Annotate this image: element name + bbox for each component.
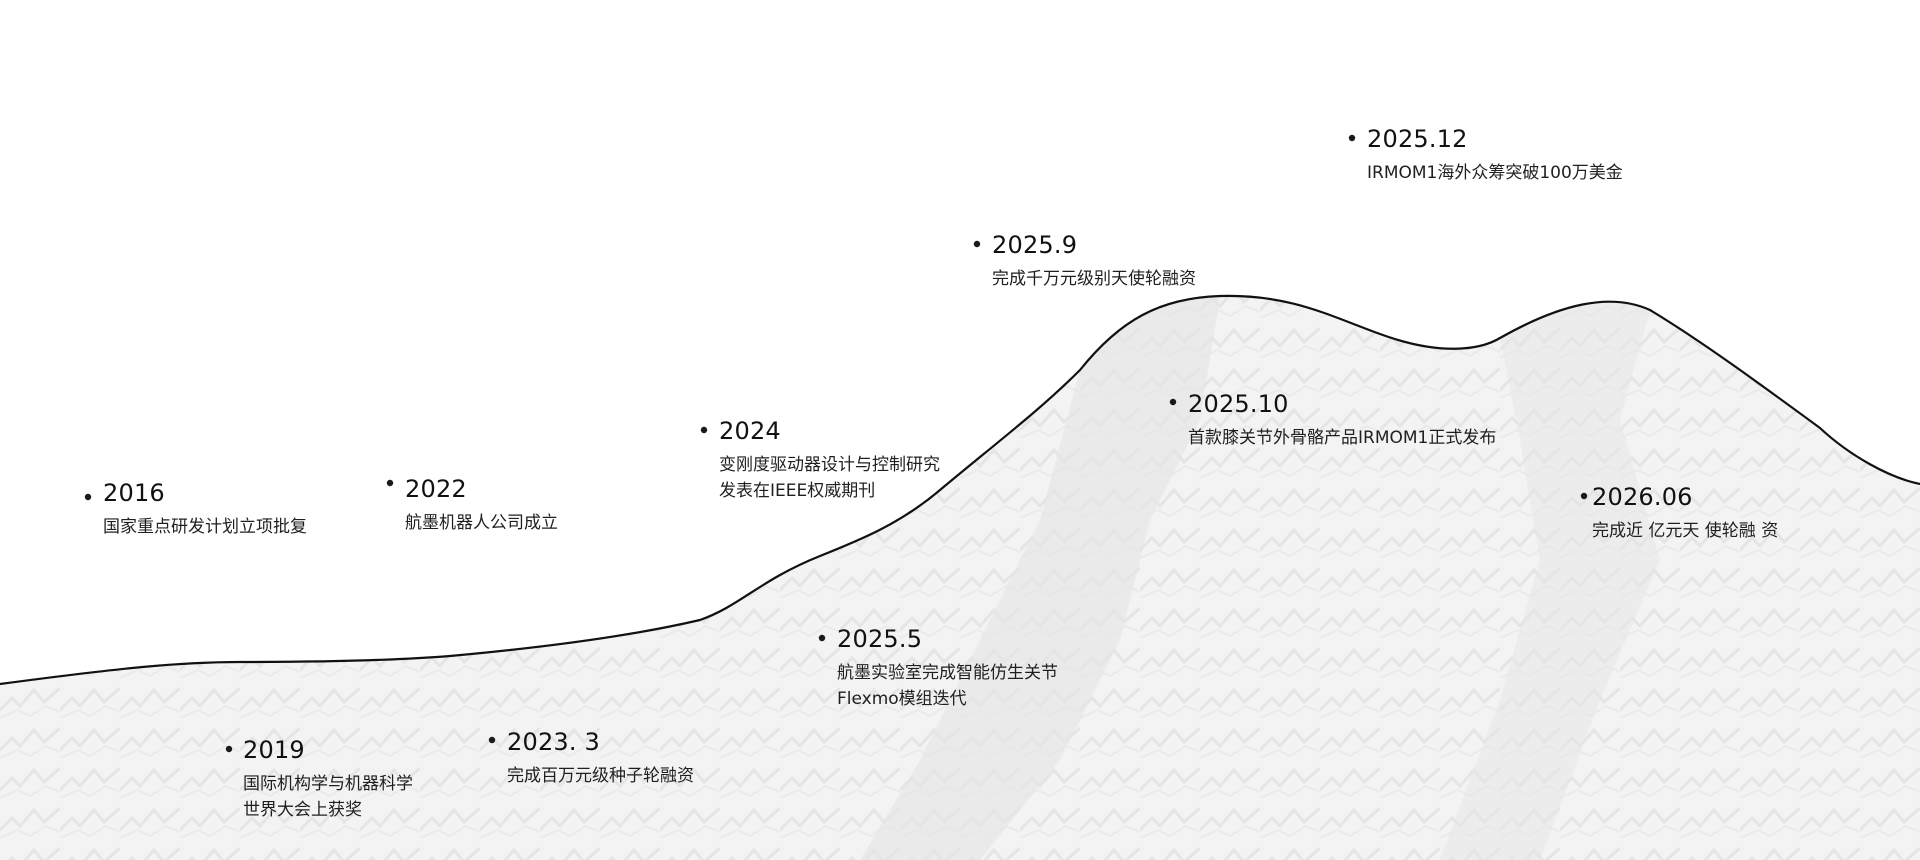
event-description: 完成近 亿元天 使轮融 资 <box>1592 518 1778 544</box>
event-year: 2025.5 <box>837 625 923 653</box>
event-year: 2026.06 <box>1592 483 1693 511</box>
event-description-line: Flexmo模组迭代 <box>837 689 967 709</box>
timeline-event-e2025_10: 2025.10 首款膝关节外骨骼产品IRMOM1正式发布 <box>1188 389 1496 451</box>
event-description: IRMOM1海外众筹突破100万美金 <box>1367 160 1623 186</box>
marker-dot-e2016 <box>84 493 92 501</box>
event-description-line: 完成千万元级别天使轮融资 <box>992 269 1196 289</box>
event-year: 2025.9 <box>992 231 1078 259</box>
event-year: 2023. 3 <box>507 728 601 756</box>
mountain-shading <box>860 296 1220 860</box>
growth-curve <box>0 294 1920 686</box>
event-description: 首款膝关节外骨骼产品IRMOM1正式发布 <box>1188 425 1496 451</box>
event-description-line: 国际机构学与机器科学 <box>243 774 413 794</box>
timeline-event-e2025_9: 2025.9 完成千万元级别天使轮融资 <box>992 230 1196 292</box>
event-description: 航墨实验室完成智能仿生关节 Flexmo模组迭代 <box>837 660 1058 712</box>
marker-dot-e2025_10 <box>1169 398 1177 406</box>
marker-dot-e2022 <box>386 479 394 487</box>
marker-dot-e2025_9 <box>973 240 981 248</box>
timeline-event-e2019: 2019 国际机构学与机器科学世界大会上获奖 <box>243 735 413 823</box>
marker-dot-e2023_3 <box>488 736 496 744</box>
event-description: 国家重点研发计划立项批复 <box>103 514 307 540</box>
marker-dot-e2019 <box>225 745 233 753</box>
event-year: 2024 <box>719 417 781 445</box>
marker-dot-e2025_5 <box>818 634 826 642</box>
event-description-line: 航墨实验室完成智能仿生关节 <box>837 663 1058 683</box>
event-description-line: 变刚度驱动器设计与控制研究 <box>719 455 940 475</box>
timeline-event-e2023_3: 2023. 3 完成百万元级种子轮融资 <box>507 727 694 789</box>
event-year: 2019 <box>243 736 305 764</box>
event-description: 国际机构学与机器科学世界大会上获奖 <box>243 771 413 823</box>
timeline-event-e2016: 2016 国家重点研发计划立项批复 <box>103 478 307 540</box>
marker-dot-e2025_12 <box>1348 134 1356 142</box>
event-description-line: 发表在IEEE权威期刊 <box>719 481 876 501</box>
event-description: 完成千万元级别天使轮融资 <box>992 266 1196 292</box>
event-year: 2016 <box>103 479 165 507</box>
mountain-shading-2 <box>1440 301 1660 860</box>
event-description: 变刚度驱动器设计与控制研究发表在IEEE权威期刊 <box>719 452 940 504</box>
event-description: 航墨机器人公司成立 <box>405 510 558 536</box>
event-description-line: 航墨机器人公司成立 <box>405 513 558 533</box>
event-description-line: 完成近 亿元天 使轮融 资 <box>1592 521 1779 541</box>
marker-dot-e2026_06 <box>1580 492 1588 500</box>
event-description-line: 首款膝关节外骨骼产品IRMOM1正式发布 <box>1188 428 1497 448</box>
timeline-event-e2022: 2022 航墨机器人公司成立 <box>405 474 558 536</box>
mountain-shape <box>0 295 1920 860</box>
connector-layer <box>84 134 1588 753</box>
event-description-line: 国家重点研发计划立项批复 <box>103 517 307 537</box>
marker-dot-e2024 <box>700 426 708 434</box>
event-year: 2022 <box>405 475 467 503</box>
event-description-line: IRMOM1海外众筹突破100万美金 <box>1367 163 1623 183</box>
event-year: 2025.12 <box>1367 125 1468 153</box>
timeline-event-e2025_5: 2025.5 航墨实验室完成智能仿生关节 Flexmo模组迭代 <box>837 624 1058 712</box>
event-description-line: 完成百万元级种子轮融资 <box>507 766 694 786</box>
event-year: 2025.10 <box>1188 390 1289 418</box>
timeline-event-e2026_06: 2026.06 完成近 亿元天 使轮融 资 <box>1592 482 1778 544</box>
event-description: 完成百万元级种子轮融资 <box>507 763 694 789</box>
timeline-event-e2024: 2024 变刚度驱动器设计与控制研究发表在IEEE权威期刊 <box>719 416 940 504</box>
event-description-line: 世界大会上获奖 <box>243 800 362 820</box>
